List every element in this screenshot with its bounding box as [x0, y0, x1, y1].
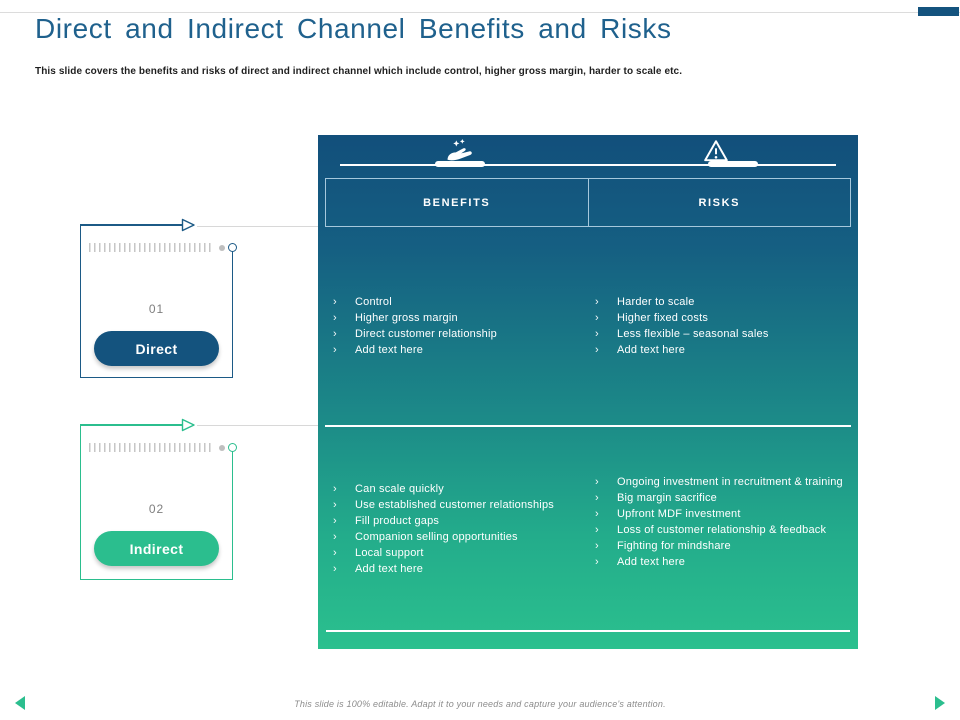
- matrix-header: BENEFITS RISKS: [325, 178, 851, 227]
- box-right-edge: [232, 250, 233, 378]
- connector-node-icon: [228, 243, 237, 252]
- connector-indirect: [197, 425, 318, 426]
- bullet-item: ›Ongoing investment in recruitment & tra…: [595, 476, 843, 488]
- benefits-tab-marker: [435, 161, 485, 167]
- row-divider-line: [325, 425, 851, 427]
- page-title: Direct and Indirect Channel Benefits and…: [35, 13, 672, 44]
- bullet-item: ›Control: [333, 296, 392, 308]
- tick-ruler: [89, 443, 213, 452]
- top-divider-line: [0, 12, 960, 13]
- warning-triangle-icon: [703, 139, 729, 163]
- bullet-item: ›Companion selling opportunities: [333, 531, 518, 543]
- box-bottom-edge: [80, 377, 233, 378]
- bullet-item: ›Local support: [333, 547, 424, 559]
- indirect-channel-box: 02 Indirect: [80, 418, 237, 580]
- right-arrow-outline-icon: [181, 218, 196, 232]
- box-right-edge: [232, 450, 233, 580]
- risks-tab-marker: [708, 161, 758, 167]
- indirect-benefits-list: ›Can scale quickly ›Use established custo…: [333, 481, 583, 577]
- hand-sparkles-icon: [444, 139, 476, 163]
- bullet-item: ›Add text here: [333, 344, 424, 356]
- tick-ruler: [89, 243, 213, 252]
- bullet-item: ›Fill product gaps: [333, 515, 440, 527]
- box-top-edge: [80, 224, 182, 226]
- channel-number: 01: [148, 302, 165, 316]
- right-arrow-outline-icon: [181, 418, 196, 432]
- left-arrow-icon[interactable]: [15, 696, 25, 710]
- box-bottom-edge: [80, 579, 233, 580]
- benefits-risks-panel: BENEFITS RISKS ›Control ›Higher gross mar…: [318, 135, 858, 649]
- channel-number: 02: [148, 502, 165, 516]
- risks-column-header: RISKS: [698, 196, 741, 209]
- bullet-item: ›Add text here: [595, 344, 686, 356]
- corner-accent-bar: [918, 7, 959, 16]
- direct-channel-box: 01 Direct: [80, 218, 237, 378]
- bullet-item: ›Fighting for mindshare: [595, 540, 731, 552]
- slide-subtitle: This slide covers the benefits and risks…: [35, 66, 683, 77]
- editable-note: This slide is 100% editable. Adapt it to…: [294, 699, 666, 709]
- bullet-item: ›Loss of customer relationship & feedbac…: [595, 524, 827, 536]
- bullet-item: ›Use established customer relationships: [333, 499, 554, 511]
- bullet-item: ›Big margin sacrifice: [595, 492, 717, 504]
- box-left-edge: [80, 424, 81, 580]
- bullet-item: ›Higher fixed costs: [595, 312, 709, 324]
- right-arrow-icon[interactable]: [935, 696, 945, 710]
- box-top-edge: [80, 424, 182, 426]
- panel-bottom-line: [326, 630, 850, 632]
- bullet-item: ›Upfront MDF investment: [595, 508, 741, 520]
- direct-benefits-list: ›Control ›Higher gross margin ›Direct cust…: [333, 294, 578, 358]
- box-left-edge: [80, 224, 81, 378]
- bullet-item: ›Can scale quickly: [333, 483, 444, 495]
- bullet-item: ›Harder to scale: [595, 296, 695, 308]
- connector-node-icon: [228, 443, 237, 452]
- bullet-item: ›Add text here: [333, 563, 424, 575]
- bullet-item: ›Less flexible – seasonal sales: [595, 328, 769, 340]
- direct-label-pill: Direct: [94, 331, 219, 366]
- bullet-item: ›Higher gross margin: [333, 312, 458, 324]
- bullet-item: ›Direct customer relationship: [333, 328, 497, 340]
- connector-direct: [197, 226, 318, 227]
- tick-dot: [219, 445, 225, 451]
- indirect-label-pill: Indirect: [94, 531, 219, 566]
- tick-dot: [219, 245, 225, 251]
- indirect-risks-list: ›Ongoing investment in recruitment & tra…: [595, 474, 849, 570]
- icon-underline: [340, 164, 836, 166]
- benefits-column-header: BENEFITS: [326, 179, 589, 226]
- direct-risks-list: ›Harder to scale ›Higher fixed costs ›Less…: [595, 294, 849, 358]
- bullet-item: ›Add text here: [595, 556, 686, 568]
